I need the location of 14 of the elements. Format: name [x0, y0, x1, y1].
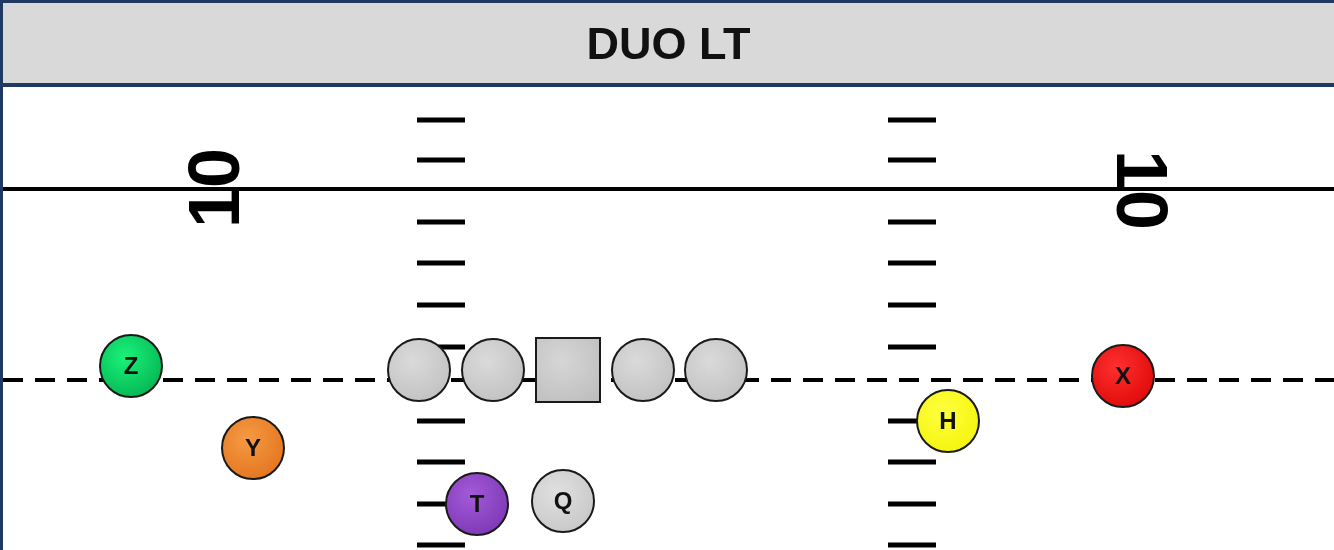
player-circle: Q — [531, 469, 595, 533]
lineman-circle — [461, 338, 525, 402]
player-circle: T — [445, 472, 509, 536]
yard-number: 10 — [178, 147, 250, 229]
player-circle: Y — [221, 416, 285, 480]
play-title: DUO LT — [586, 20, 751, 66]
lineman-circle — [611, 338, 675, 402]
lineman-circle — [684, 338, 748, 402]
yard-number: 10 — [1106, 149, 1178, 231]
player-circle: H — [916, 389, 980, 453]
player-circle: X — [1091, 344, 1155, 408]
center-square — [535, 337, 601, 403]
player-circle: Z — [99, 334, 163, 398]
lineman-circle — [387, 338, 451, 402]
